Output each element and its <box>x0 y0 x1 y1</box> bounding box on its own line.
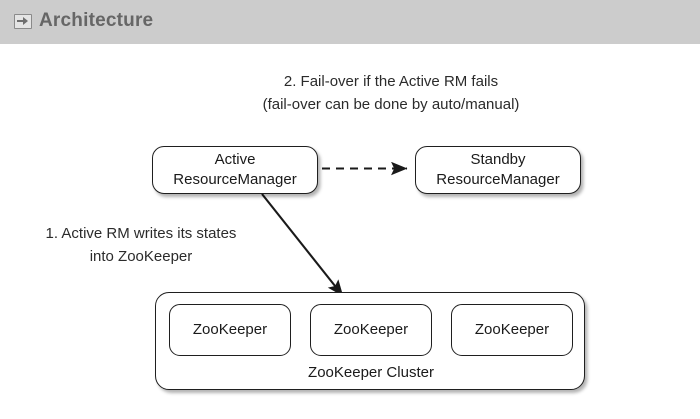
annotation-failover: 2. Fail-over if the Active RM fails (fai… <box>196 70 586 116</box>
slide-arrow-icon <box>14 13 32 29</box>
arrow-shaft <box>17 20 24 22</box>
slide-header-content: Architecture <box>14 11 153 31</box>
node-zookeeper-cluster[interactable]: ZooKeeper ZooKeeper ZooKeeper ZooKeeper … <box>155 292 585 390</box>
annotation-failover-line-1: 2. Fail-over if the Active RM fails <box>283 73 499 90</box>
node-active-rm-line-2: ResourceManager <box>173 171 297 188</box>
architecture-diagram: 2. Fail-over if the Active RM fails (fai… <box>0 44 700 419</box>
node-active-rm-line-1: Active <box>214 151 256 168</box>
slide-header-bar: Architecture <box>0 0 700 44</box>
annotation-writes-line-1: 1. Active RM writes its states <box>45 225 237 242</box>
node-zookeeper-2[interactable]: ZooKeeper <box>310 304 432 356</box>
zookeeper-cluster-label: ZooKeeper Cluster <box>308 364 434 381</box>
annotation-writes-states: 1. Active RM writes its states into ZooK… <box>6 222 276 268</box>
node-zookeeper-3[interactable]: ZooKeeper <box>451 304 573 356</box>
node-standby-rm-line-2: ResourceManager <box>436 171 560 188</box>
annotation-failover-line-2: (fail-over can be done by auto/manual) <box>262 96 520 113</box>
annotation-writes-line-2: into ZooKeeper <box>89 248 193 265</box>
arrow-head <box>23 17 28 25</box>
node-standby-resourcemanager[interactable]: Standby ResourceManager <box>415 146 581 194</box>
zookeeper-node-row: ZooKeeper ZooKeeper ZooKeeper <box>169 304 573 356</box>
node-active-resourcemanager[interactable]: Active ResourceManager <box>152 146 318 194</box>
page-title: Architecture <box>39 10 154 31</box>
node-zookeeper-1[interactable]: ZooKeeper <box>169 304 291 356</box>
node-standby-rm-line-1: Standby <box>470 151 526 168</box>
